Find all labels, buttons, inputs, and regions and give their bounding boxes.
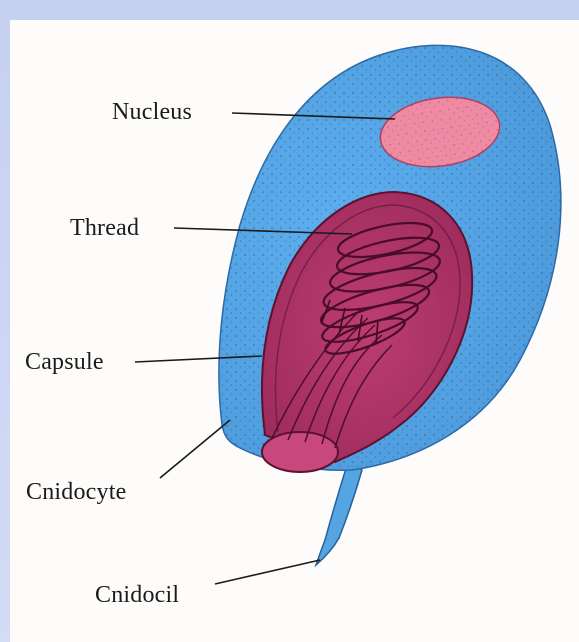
label-nucleus: Nucleus: [112, 100, 192, 124]
cnidocyte-leader-line: [160, 420, 230, 478]
label-cnidocyte: Cnidocyte: [26, 480, 126, 504]
cnidocil-spike: [316, 462, 362, 565]
cnidocil-leader-line: [215, 560, 320, 584]
label-capsule: Capsule: [25, 350, 104, 374]
label-thread: Thread: [70, 216, 139, 240]
label-cnidocil: Cnidocil: [95, 583, 179, 607]
capsule-operculum: [262, 432, 338, 472]
